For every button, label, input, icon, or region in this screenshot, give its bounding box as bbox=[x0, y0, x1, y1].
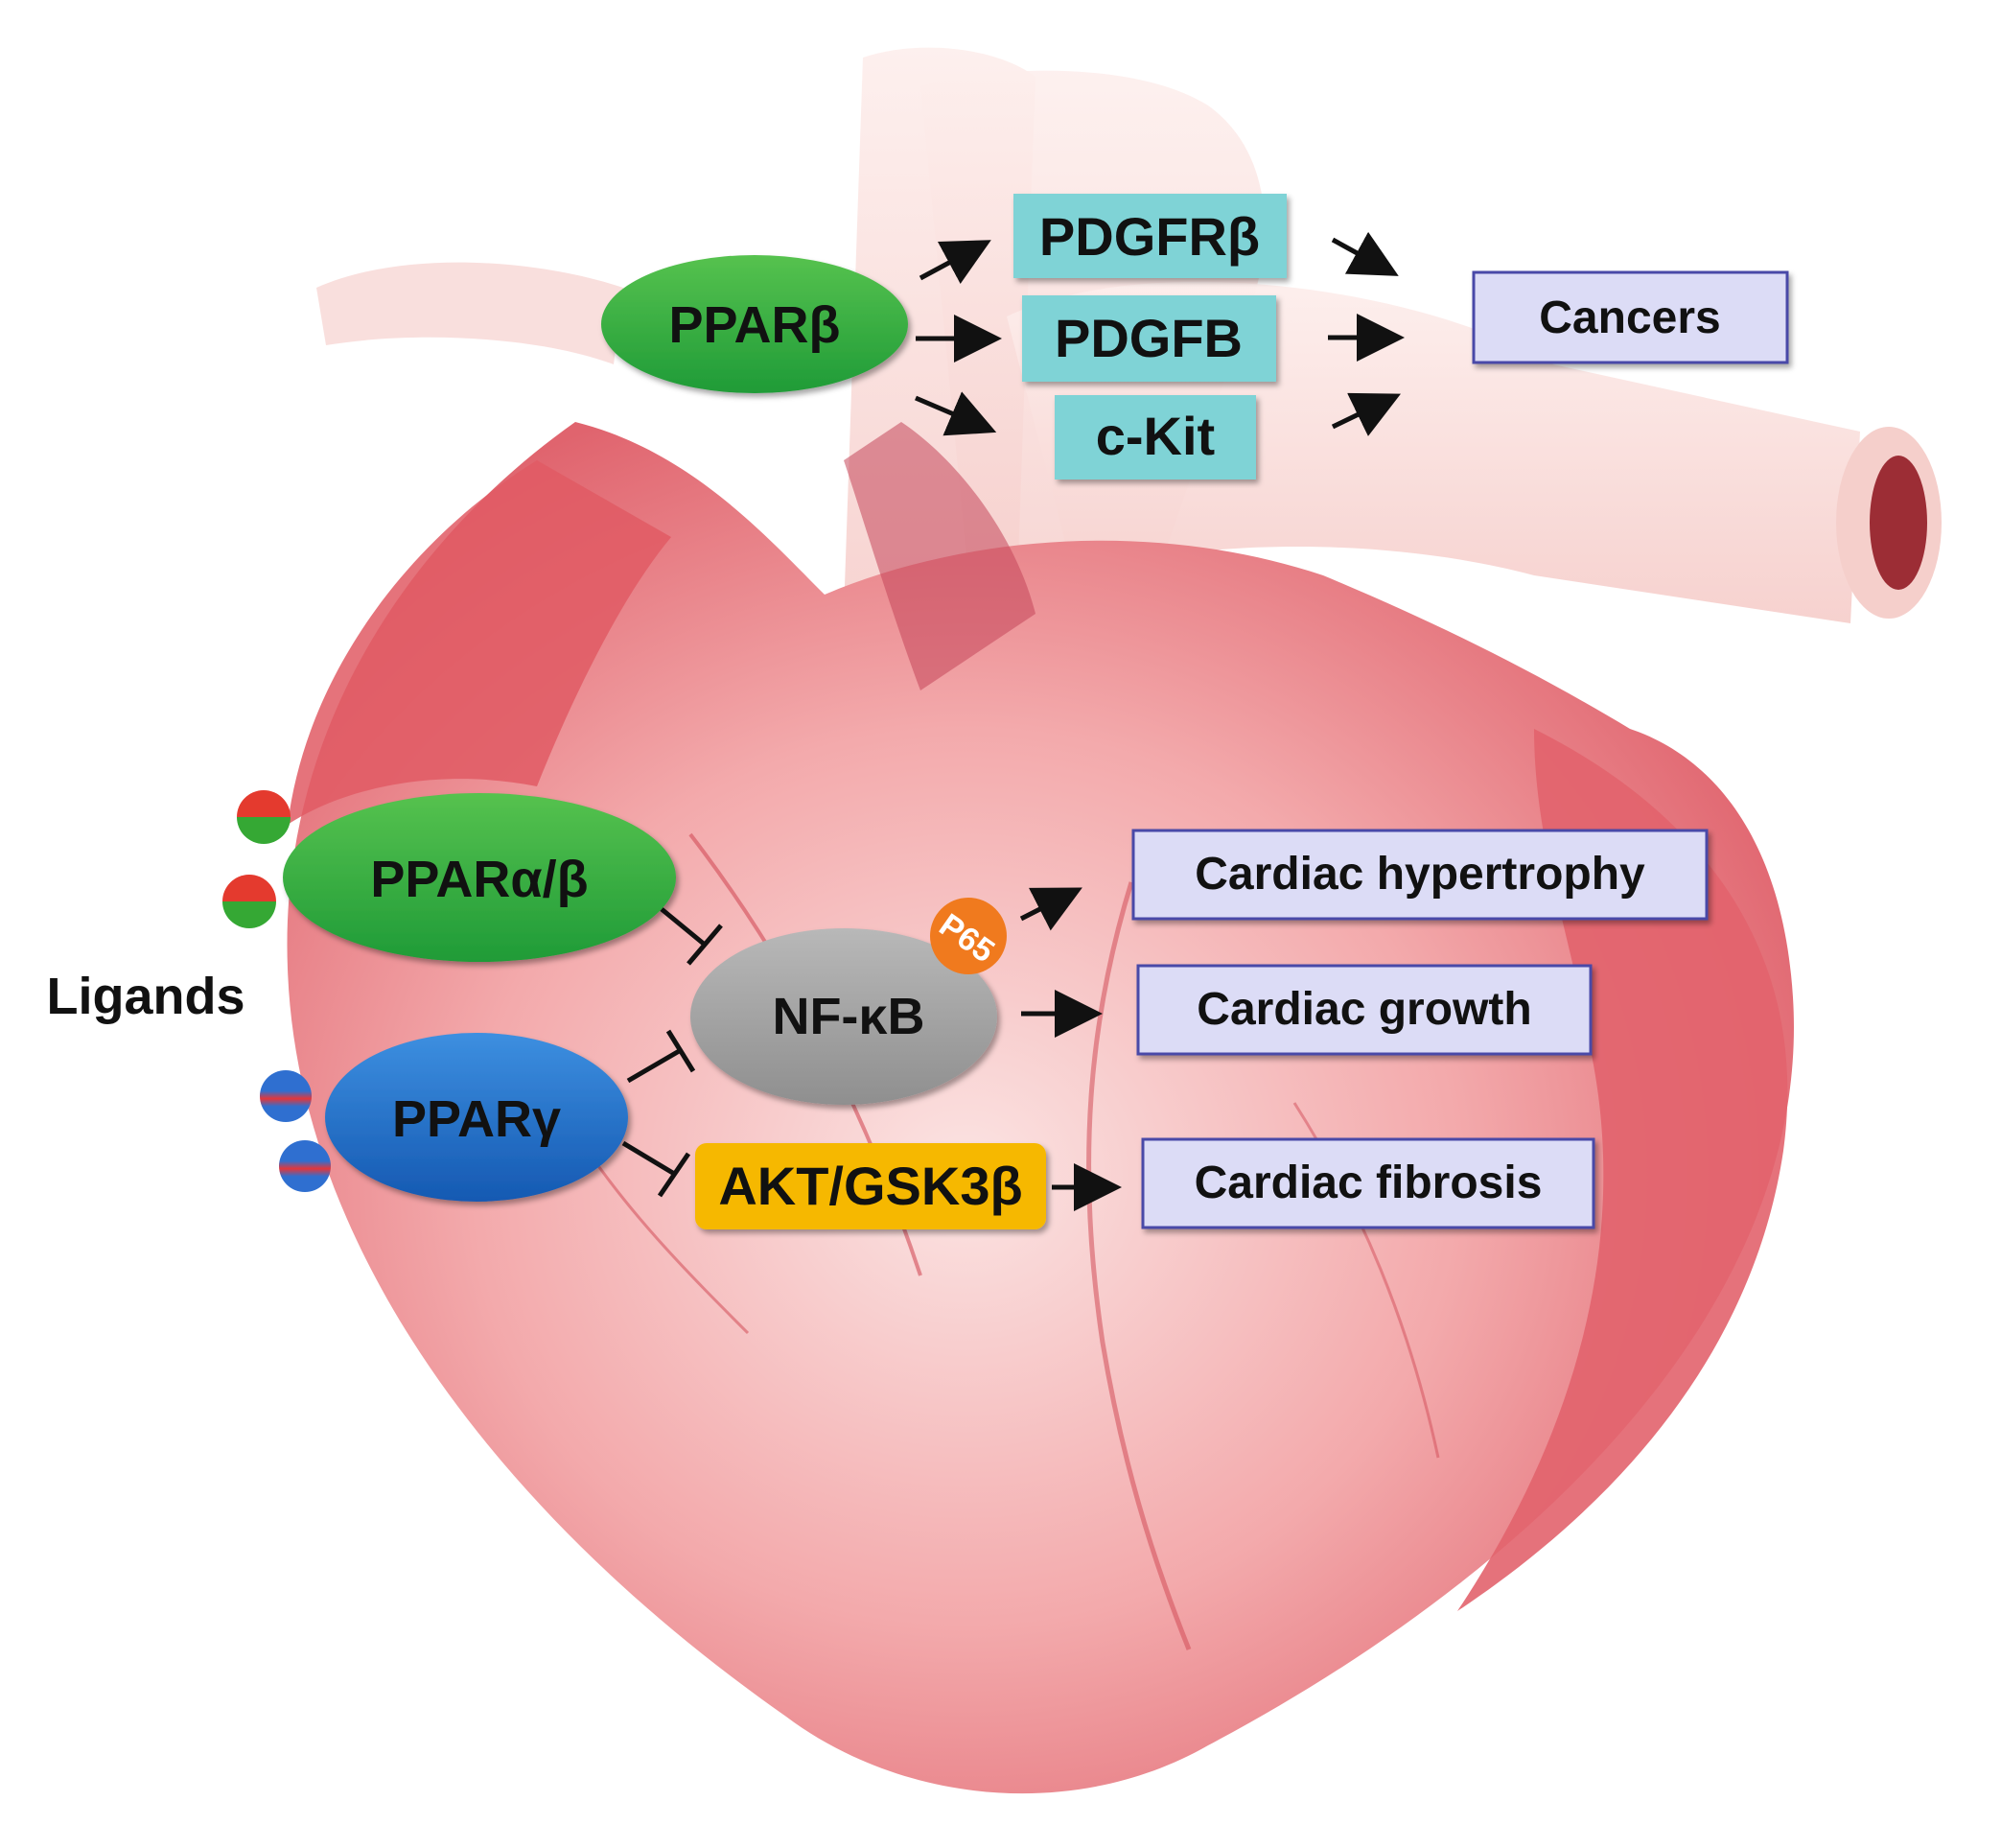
cardiac-growth-label: Cardiac growth bbox=[1197, 984, 1531, 1035]
p65-badge bbox=[930, 898, 1007, 974]
inhibit-bar-nfkb-bottom bbox=[665, 1029, 696, 1073]
ppar-gamma-node bbox=[325, 1033, 628, 1202]
arrow-pdgfrb-to-cancers bbox=[1331, 231, 1399, 276]
arrow-nfkb-to-hypertrophy bbox=[1019, 887, 1082, 931]
akt-gsk3b-node bbox=[695, 1143, 1046, 1229]
ppar-beta-label: PPARβ bbox=[669, 296, 841, 354]
cardiac-hypertrophy-label: Cardiac hypertrophy bbox=[1195, 849, 1645, 900]
ppar-beta-node bbox=[601, 255, 908, 393]
inhibit-ppar-g-to-akt bbox=[621, 1140, 678, 1178]
pdgfrb-label: PDGFRβ bbox=[1039, 206, 1260, 267]
arrow-pparb-to-ckit bbox=[915, 391, 997, 436]
ppar-alpha-beta-label: PPARα/β bbox=[370, 851, 588, 908]
ligand-green-red-1 bbox=[237, 790, 291, 844]
cancers-label: Cancers bbox=[1539, 292, 1720, 343]
inhibit-ppar-ab-to-nfkb bbox=[660, 907, 707, 947]
arrow-ckit-to-cancers bbox=[1331, 392, 1402, 436]
pdgfb-node bbox=[1022, 295, 1276, 382]
lower-pathway-edges bbox=[621, 887, 1122, 1211]
pdgfb-label: PDGFB bbox=[1055, 308, 1243, 368]
ligands-label: Ligands bbox=[46, 968, 244, 1025]
ligand-green-red-2 bbox=[222, 875, 276, 928]
cardiac-fibrosis-node bbox=[1141, 1137, 1595, 1229]
activation-arrows-top bbox=[915, 231, 1405, 436]
cardiac-fibrosis-label: Cardiac fibrosis bbox=[1195, 1158, 1543, 1208]
cardiac-hypertrophy-node bbox=[1131, 829, 1709, 921]
inhibit-bar-nfkb-top bbox=[686, 924, 723, 966]
inhibit-bar-akt bbox=[657, 1152, 691, 1198]
ligand-blue-red-2 bbox=[279, 1140, 331, 1192]
pdgfrb-node bbox=[1013, 194, 1287, 278]
cardiac-growth-node bbox=[1136, 964, 1593, 1056]
cancers-node bbox=[1472, 270, 1789, 364]
arrow-pparb-to-pdgfrb bbox=[919, 240, 991, 284]
ligand-blue-red-1 bbox=[260, 1070, 312, 1122]
akt-gsk3b-label: AKT/GSK3β bbox=[718, 1156, 1022, 1216]
nfkb-node bbox=[690, 928, 997, 1105]
nfkb-label: NF-κB bbox=[772, 988, 924, 1045]
ppar-alpha-beta-node bbox=[283, 793, 676, 962]
ckit-node bbox=[1055, 395, 1256, 480]
inhibit-ppar-g-to-nfkb bbox=[626, 1047, 683, 1084]
ckit-label: c-Kit bbox=[1096, 406, 1215, 466]
ppar-gamma-label: PPARγ bbox=[392, 1090, 561, 1148]
